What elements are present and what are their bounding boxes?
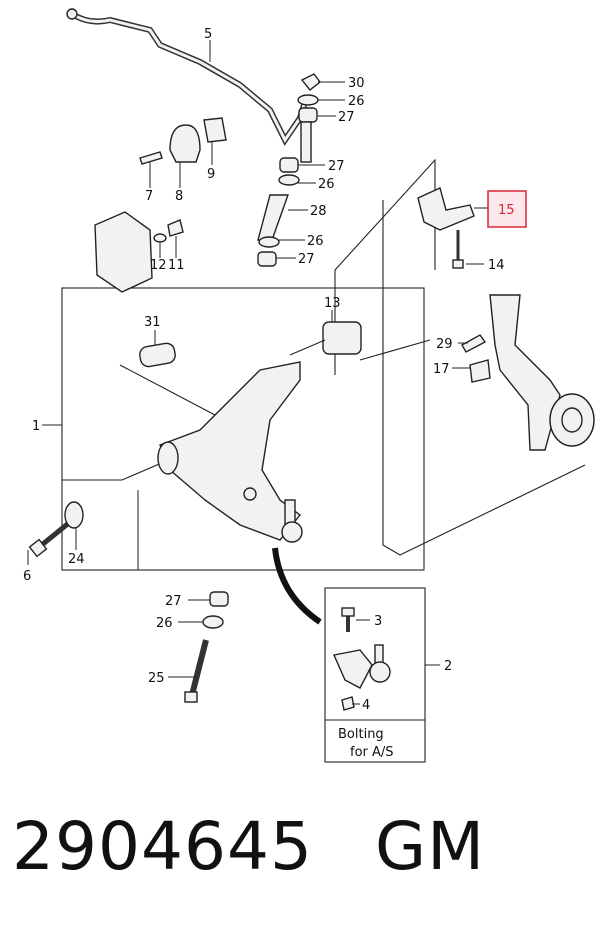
- callout-28: 28: [310, 204, 327, 219]
- inset-caption-line1: Bolting: [338, 727, 384, 742]
- callout-7: 7: [145, 189, 153, 204]
- knuckle-dashed-frame: [382, 200, 586, 556]
- callout-3: 3: [374, 614, 382, 629]
- callout-27: 27: [165, 594, 182, 609]
- suspension-parts-diagram: 5 30 26 27 27 26 28 26 27 7 8 9 12 11 31…: [23, 8, 595, 763]
- callout-5: 5: [204, 27, 212, 42]
- callout-6: 6: [23, 569, 31, 584]
- callout-27: 27: [328, 159, 345, 174]
- stabilizer-bar: [70, 11, 307, 146]
- ball-joint: [281, 499, 303, 543]
- arm-front-bushing: [157, 441, 179, 475]
- callout-26: 26: [156, 616, 173, 631]
- highlight-box-15: [487, 190, 527, 228]
- callout-27: 27: [338, 110, 355, 125]
- stabilizer-link-stack: [257, 73, 321, 267]
- callout-11: 11: [168, 258, 185, 273]
- callout-12: 12: [150, 258, 167, 273]
- callout-9: 9: [207, 167, 215, 182]
- part-number-footer: 2904645 GM: [12, 808, 485, 885]
- brand-name: GM: [374, 808, 486, 885]
- bushing-31: [139, 342, 176, 368]
- steering-knuckle: [461, 294, 595, 451]
- callout-1: 1: [32, 419, 40, 434]
- bracket-15-part: [417, 187, 475, 269]
- callout-4: 4: [362, 698, 370, 713]
- callout-2: 2: [444, 659, 452, 674]
- callout-17: 17: [433, 362, 450, 377]
- callout-24: 24: [68, 552, 85, 567]
- lower-arm-frame: [61, 287, 425, 571]
- callout-27: 27: [298, 252, 315, 267]
- arm-bolt-hole: [243, 487, 257, 501]
- inset-pointer-arrow: [272, 547, 322, 625]
- callout-15: 15: [498, 203, 515, 218]
- callout-30: 30: [348, 76, 365, 91]
- callout-25: 25: [148, 671, 165, 686]
- callout-8: 8: [175, 189, 183, 204]
- callout-labels: 5 30 26 27 27 26 28 26 27 7 8 9 12 11 31…: [23, 27, 515, 760]
- stabilizer-bar-end: [66, 8, 78, 20]
- callout-26: 26: [348, 94, 365, 109]
- bracket-parts: [94, 211, 184, 293]
- callout-26: 26: [307, 234, 324, 249]
- bolt-6: [28, 501, 84, 558]
- stabilizer-bar-inner: [71, 12, 306, 143]
- callout-14: 14: [488, 258, 505, 273]
- inset-caption-line2: for A/S: [350, 745, 394, 760]
- inset-ball-joint: [333, 607, 391, 711]
- callout-26: 26: [318, 177, 335, 192]
- clamp-parts: [139, 117, 227, 165]
- part-number: 2904645: [12, 808, 313, 885]
- bushing-13: [289, 321, 362, 356]
- callout-31: 31: [144, 315, 161, 330]
- bolting-inset-frame: [324, 587, 426, 763]
- bolt-25-stack: [184, 591, 229, 703]
- lower-control-arm: [159, 361, 301, 541]
- callout-29: 29: [436, 337, 453, 352]
- leader-lines: [27, 40, 490, 705]
- callout-13: 13: [324, 296, 341, 311]
